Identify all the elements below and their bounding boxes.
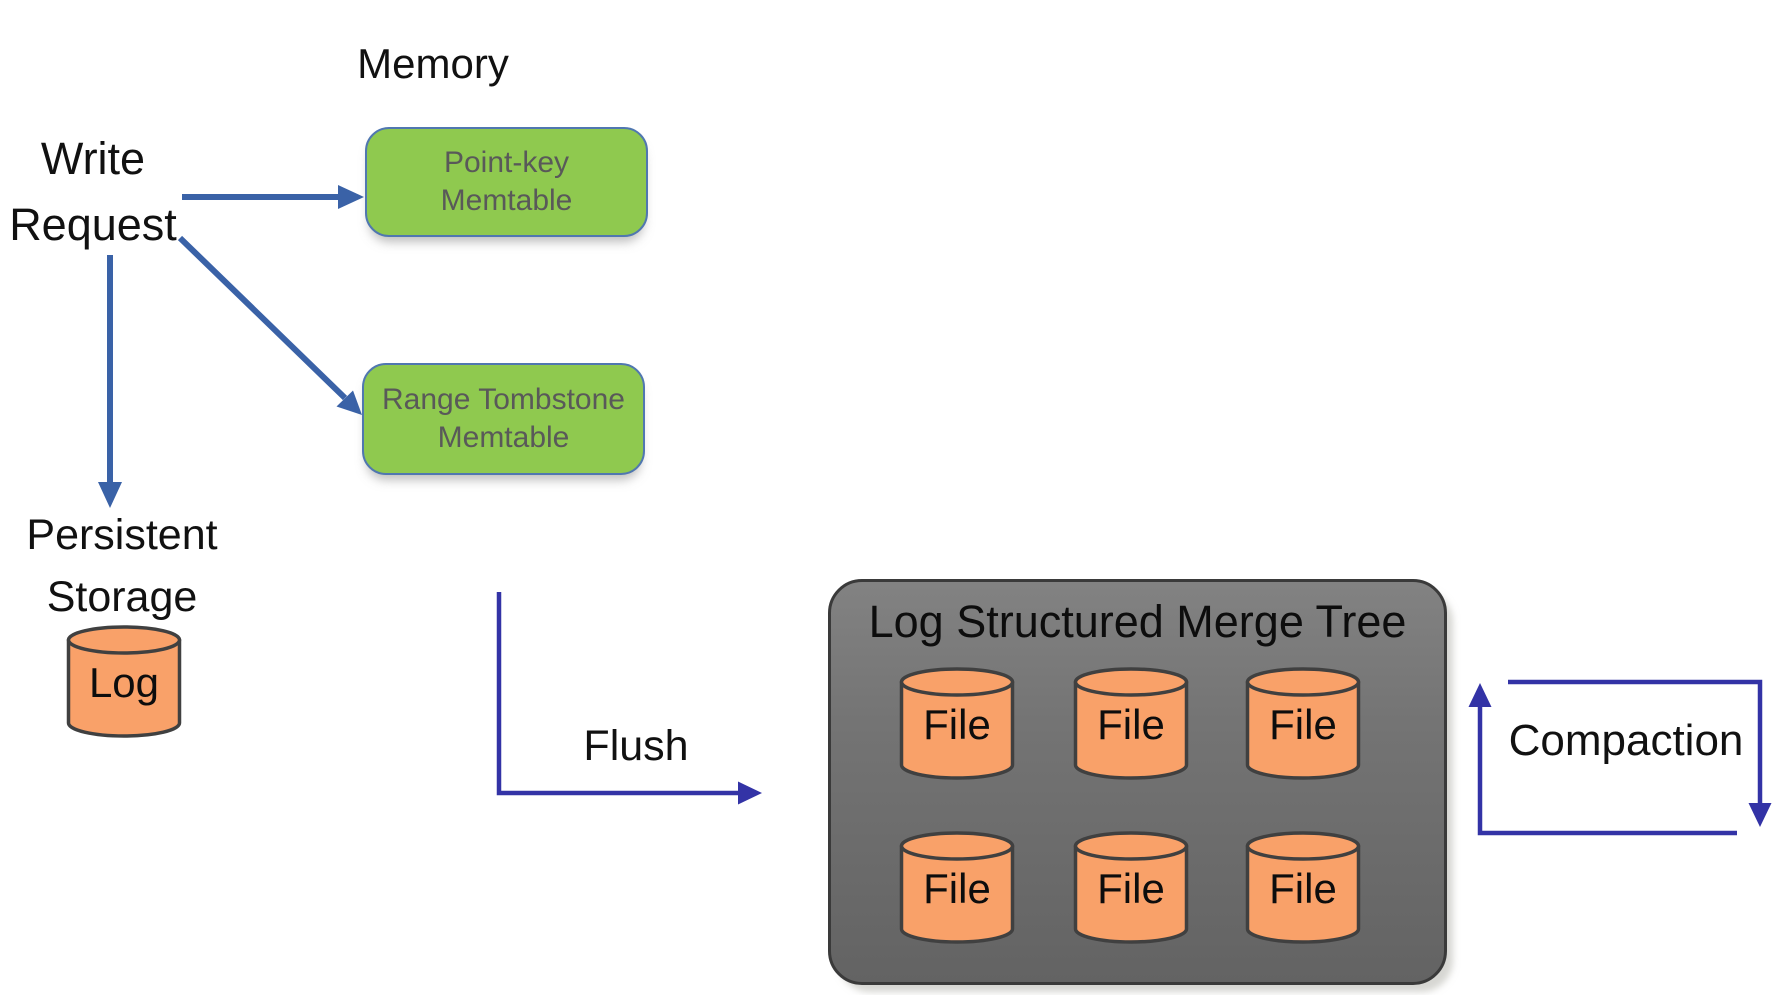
file-cylinder-row2-col1: File [899, 831, 1015, 944]
write-request-label: Write Request [0, 126, 186, 258]
cylinder-shape-icon [1245, 667, 1361, 780]
lsm-tree-title: Log Structured Merge Tree [868, 596, 1407, 647]
log-cylinder-label: Log [88, 659, 160, 706]
file-cylinder-label: File [1097, 701, 1165, 748]
flush-label: Flush [583, 722, 689, 770]
file-cylinder-label: File [1097, 865, 1165, 912]
cylinder-shape-icon [66, 625, 182, 738]
arrow-write-to-persistent-storage [98, 255, 122, 508]
point-key-memtable-line1: Point-key [443, 146, 570, 179]
file-cylinder-label: File [1269, 865, 1337, 912]
arrow-compaction-down [1508, 679, 1772, 827]
file-cylinder-label: File [923, 865, 991, 912]
point-key-memtable-line2: Memtable [440, 184, 573, 217]
arrow-flush-to-lsm [496, 592, 762, 805]
write-request-line1: Write [40, 133, 146, 184]
arrow-write-to-range-memtable [177, 235, 362, 415]
file-cylinder-row1-col2: File [1073, 667, 1189, 780]
persistent-storage-label: Persistent Storage [8, 504, 236, 628]
memory-section-title: Memory [357, 40, 509, 87]
cylinder-shape-icon [1245, 831, 1361, 944]
file-cylinder-row2-col2: File [1073, 831, 1189, 944]
file-cylinder-row2-col3: File [1245, 831, 1361, 944]
arrow-compaction-up [1468, 683, 1737, 836]
cylinder-shape-icon [1073, 667, 1189, 780]
cylinder-shape-icon [1073, 831, 1189, 944]
file-cylinder-label: File [923, 701, 991, 748]
point-key-memtable-box: Point-key Memtable [365, 127, 648, 237]
compaction-label: Compaction [1508, 716, 1744, 765]
file-cylinder-label: File [1269, 701, 1337, 748]
arrow-write-to-pointkey-memtable [182, 185, 364, 209]
persistent-storage-line1: Persistent [26, 511, 218, 559]
file-cylinder-row1-col3: File [1245, 667, 1361, 780]
range-tombstone-memtable-line1: Range Tombstone [382, 383, 625, 416]
range-tombstone-memtable-box: Range Tombstone Memtable [362, 363, 645, 475]
cylinder-shape-icon [899, 667, 1015, 780]
cylinder-shape-icon [899, 831, 1015, 944]
write-request-line2: Request [9, 199, 177, 250]
range-tombstone-memtable-line2: Memtable [437, 421, 570, 454]
persistent-storage-line2: Storage [46, 573, 198, 621]
file-cylinder-row1-col1: File [899, 667, 1015, 780]
log-cylinder: Log [66, 625, 182, 738]
